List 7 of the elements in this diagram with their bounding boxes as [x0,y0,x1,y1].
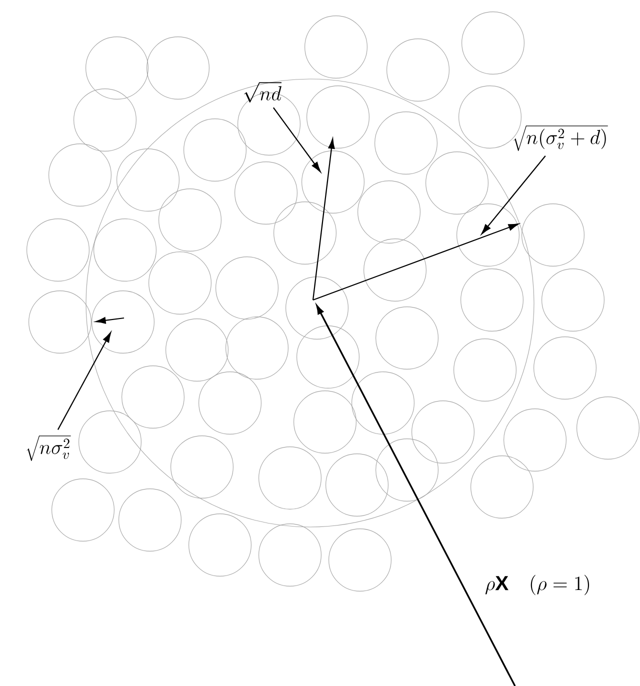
formula-label: $\sqrt{nd}$ [244,82,282,103]
leader-line [481,156,546,234]
formula-label: $\sqrt{n(\sigma_v^2+d)}$ [514,126,608,151]
leader-line [272,107,321,172]
formula-label: $\rho\mathbf{X}\quad(\rho=1)$ [485,574,590,596]
leader-line [57,332,112,430]
formula-label: $\sqrt{n\sigma_v^2}$ [26,436,71,461]
